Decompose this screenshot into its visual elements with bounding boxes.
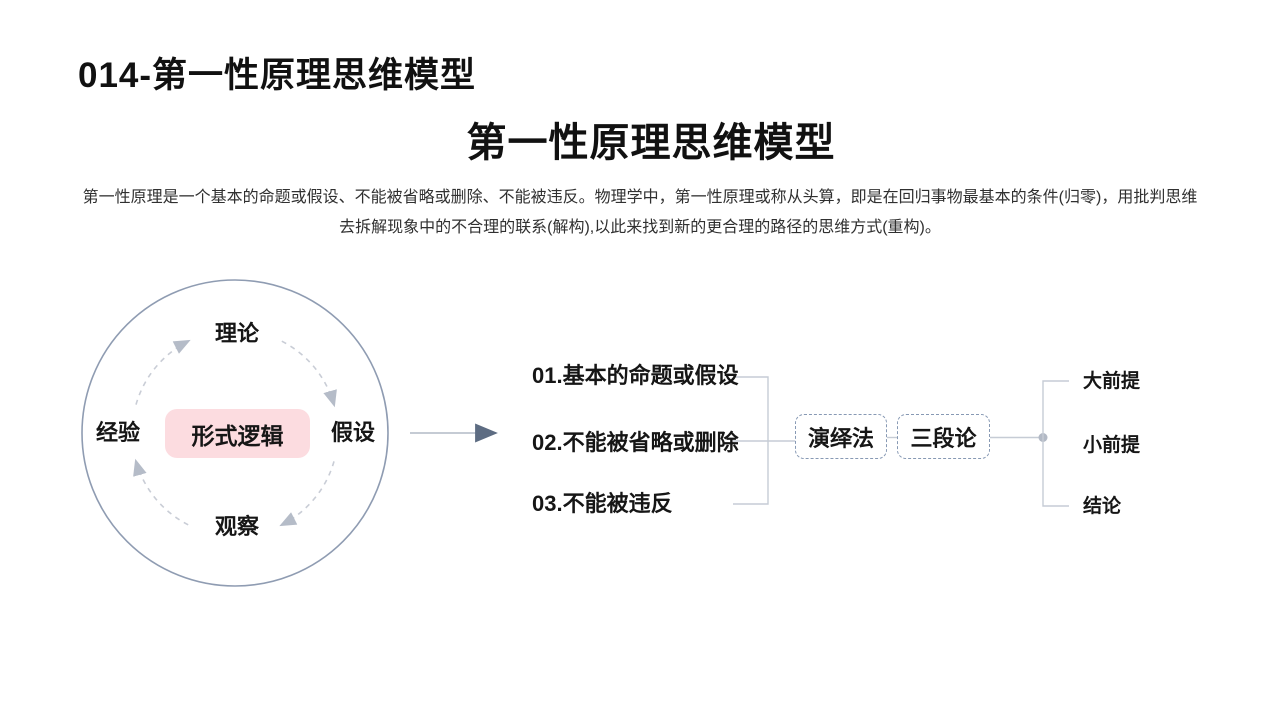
syllogism-part-conclusion: 结论 <box>1083 496 1122 517</box>
cycle-node-hypothesis: 假设 <box>330 420 376 445</box>
junction-dot-icon <box>1038 433 1048 442</box>
cycle-arc-top-to-right <box>281 340 337 408</box>
principle-item-1: 01.基本的命题或假设 <box>532 363 739 388</box>
principle-item-2: 02.不能被省略或删除 <box>532 430 739 455</box>
cycle-node-theory: 理论 <box>214 321 260 346</box>
cycle-arc-right-to-bottom <box>279 461 335 527</box>
deduction-method-label: 演绎法 <box>807 425 874 451</box>
cycle-node-observation: 观察 <box>214 514 260 539</box>
deduction-method-box: 演绎法 <box>795 414 887 459</box>
description-line-2: 去拆解现象中的不合理的联系(解构),以此来找到新的更合理的路径的思维方式(重构)… <box>339 219 941 236</box>
syllogism-parts-bracket <box>1042 380 1069 507</box>
cycle-center-box: 形式逻辑 <box>165 409 310 458</box>
cycle-arc-left-to-top <box>135 339 191 405</box>
cycle-center-label: 形式逻辑 <box>191 422 284 449</box>
cycle-node-experience: 经验 <box>95 420 141 445</box>
syllogism-part-minor-premise: 小前提 <box>1083 435 1141 456</box>
syllogism-label: 三段论 <box>910 425 977 451</box>
syllogism-box: 三段论 <box>897 414 990 459</box>
syllogism-part-major-premise: 大前提 <box>1083 371 1141 392</box>
cycle-arc-bottom-to-left <box>133 458 189 526</box>
slide-header-title: 014-第一性原理思维模型 <box>78 56 477 95</box>
description-line-1: 第一性原理是一个基本的命题或假设、不能被省略或删除、不能被违反。物理学中，第一性… <box>82 189 1198 206</box>
description-paragraph: 第一性原理是一个基本的命题或假设、不能被省略或删除、不能被违反。物理学中，第一性… <box>0 183 1280 243</box>
principle-item-3: 03.不能被违反 <box>532 491 673 516</box>
page-title: 第一性原理思维模型 <box>466 121 836 165</box>
